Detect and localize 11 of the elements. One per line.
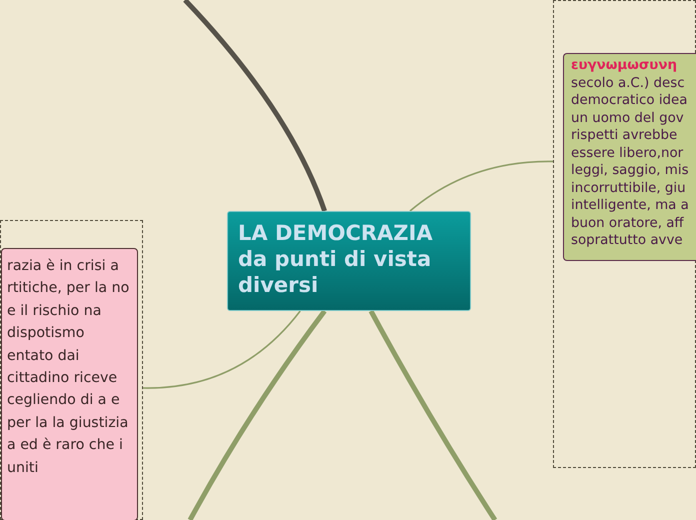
note-text: secolo a.C.) desc democratico idea un uomo del gov rispetti avrebbe essere libero,nor leggi, saggio, mis incorruttibile, giu intelligente, ma a buon oratore, aff soprattutto avve	[571, 74, 690, 250]
topic-box: LA DEMOCRAZIA da punti di vista diversi	[227, 211, 471, 311]
connector-line	[368, 310, 498, 520]
group-frame	[553, 0, 696, 468]
connector-line	[183, 0, 327, 212]
note-heading: ευγνωμωσυνη	[571, 57, 678, 74]
note-card	[563, 53, 696, 261]
note-text: razia è in crisi a rtitiche, per la no e il rischio na dispotismo entato dai cittadino riceve cegliendo di a e per la la giustizia a ed è raro che i uniti	[7, 257, 130, 478]
connector-line	[410, 160, 553, 212]
connector-line	[142, 310, 301, 389]
connector-line	[188, 310, 327, 520]
